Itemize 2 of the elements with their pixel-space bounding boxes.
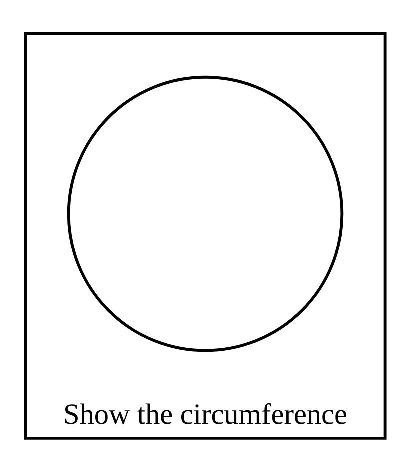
node-circle (67, 75, 344, 352)
cluster: Show the circumference (24, 32, 387, 440)
